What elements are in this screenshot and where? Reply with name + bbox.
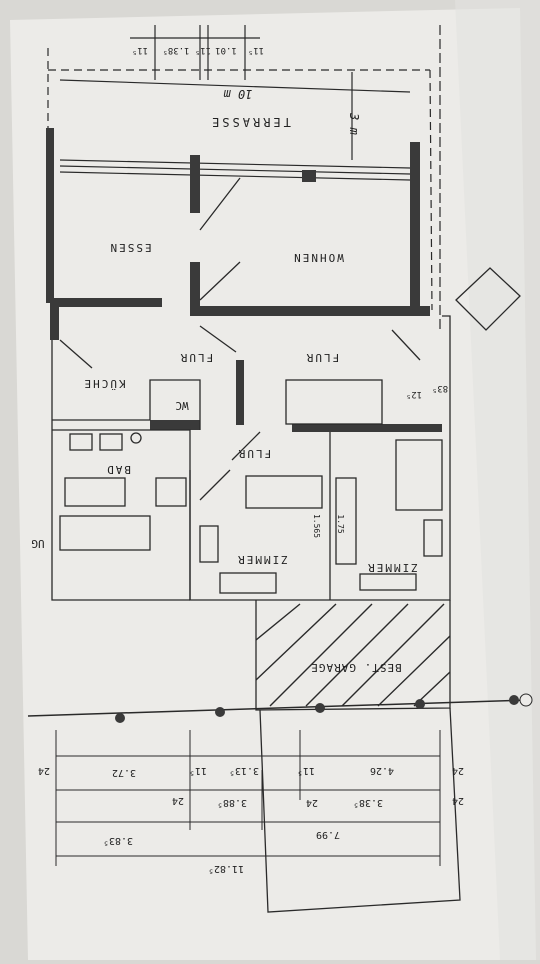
sink-left — [69, 433, 93, 451]
dim-row3-1: 3.83⁵ — [103, 835, 133, 846]
label-wc: WC — [175, 399, 188, 412]
survey-points — [115, 695, 519, 723]
dim-row2-1: 3.88⁵ — [217, 797, 247, 808]
dim-small-1: 1.565 — [312, 514, 321, 538]
shower — [155, 477, 187, 507]
terrace-outline — [47, 48, 433, 311]
wall-left-upper — [46, 128, 54, 303]
dimension-lines — [55, 730, 441, 866]
stairs-main — [285, 379, 383, 425]
dim-row1-6: 24 — [452, 765, 464, 776]
label-essen: ESSEN — [108, 241, 151, 254]
survey-point-open — [519, 693, 533, 707]
label-garage: BEST. GARAGE — [310, 661, 401, 674]
walls — [46, 128, 442, 432]
label-flur-3: FLUR — [237, 447, 272, 460]
label-zimmer-2: ZIMMER — [366, 561, 418, 574]
dim-row2-4: 24 — [452, 795, 464, 806]
stairs-ug — [59, 515, 151, 551]
plan-lines — [47, 25, 441, 330]
annotation-labels: 10 m 3 m UG 1.565 1.75 83⁵ 12⁵ 11⁵ 1.38⁵… — [31, 45, 448, 550]
wall-wc-bottom — [150, 420, 200, 430]
wall-right-lower — [442, 315, 451, 432]
label-zimmer-1: ZIMMER — [236, 553, 288, 566]
wardrobe — [335, 477, 357, 565]
lot-outline — [259, 707, 461, 913]
window-post — [302, 170, 316, 182]
rooms-outline — [189, 432, 451, 601]
label-wohnen: WOHNEN — [292, 251, 344, 264]
desk-right — [359, 573, 417, 591]
desk-left — [219, 572, 277, 594]
window-line — [59, 159, 411, 169]
dim-row2-2: 24 — [306, 797, 318, 808]
bathtub — [64, 477, 126, 507]
dim-right-83: 83⁵ — [432, 383, 448, 393]
room-labels: TERRASSE WOHNEN ESSEN FLUR FLUR FLUR KÜC… — [82, 115, 417, 674]
dim-row1-4: 11⁵ — [297, 765, 315, 776]
garage-outline — [255, 600, 451, 711]
inner-lines — [51, 177, 521, 913]
sink-right — [99, 433, 123, 451]
door-swings — [59, 177, 421, 501]
dim-row3-0: 7.99 — [316, 829, 340, 840]
stair-ug-label: UG — [31, 537, 44, 550]
label-kueche: KÜCHE — [82, 377, 125, 390]
terrace-depth: 3 m — [347, 112, 361, 135]
dim-small-2: 1.75 — [336, 514, 345, 533]
terrace-width: 10 m — [224, 87, 253, 101]
window-line — [59, 165, 411, 175]
label-flur-2: FLUR — [305, 351, 340, 364]
dim-row1-3: 3.13⁵ — [229, 765, 259, 776]
dim-row2-3: 3.38⁵ — [353, 797, 383, 808]
dim-row1-2: 11⁵ — [189, 765, 207, 776]
toilet — [130, 432, 142, 444]
wall-right — [410, 142, 420, 310]
top-dim-1: 1.38⁵ — [162, 45, 189, 55]
dim-row1-0: 24 — [38, 765, 50, 776]
top-dim-0: 11⁵ — [132, 45, 148, 55]
dim-row1-5: 4.26 — [370, 765, 394, 776]
wall-pillar — [190, 155, 200, 213]
chair-right — [423, 519, 443, 557]
wall-flur-top — [190, 306, 430, 316]
label-terrasse: TERRASSE — [209, 115, 291, 129]
paper — [10, 8, 536, 960]
exterior-stairs — [455, 267, 521, 331]
top-dim-3: 1.01 — [215, 45, 237, 55]
dimension-values: 24 3.72 11⁵ 3.13⁵ 11⁵ 4.26 24 24 3.88⁵ 2… — [38, 765, 464, 874]
top-dim-2: 11⁵ — [195, 45, 211, 55]
label-flur-1: FLUR — [179, 351, 214, 364]
bed-right — [395, 439, 443, 511]
wall-left-mid — [50, 305, 59, 340]
bed-left — [245, 475, 323, 509]
wall-stair-bottom — [292, 424, 442, 432]
dim-right-12: 12⁵ — [406, 389, 422, 399]
label-bad: BAD — [105, 463, 131, 476]
paper-shadow — [455, 0, 540, 960]
wall-inner — [190, 262, 200, 310]
dim-row2-0: 24 — [172, 795, 184, 806]
wall-flur-mid — [236, 360, 244, 425]
window-line — [59, 171, 411, 181]
chair-left — [199, 525, 219, 563]
dim-row4-0: 11.82⁵ — [208, 863, 244, 874]
top-dim-4: 11⁵ — [248, 45, 264, 55]
service-walls — [51, 340, 201, 601]
wall-kitchen-top — [50, 298, 162, 307]
dim-row1-1: 3.72 — [112, 767, 136, 778]
street-line — [27, 699, 529, 717]
